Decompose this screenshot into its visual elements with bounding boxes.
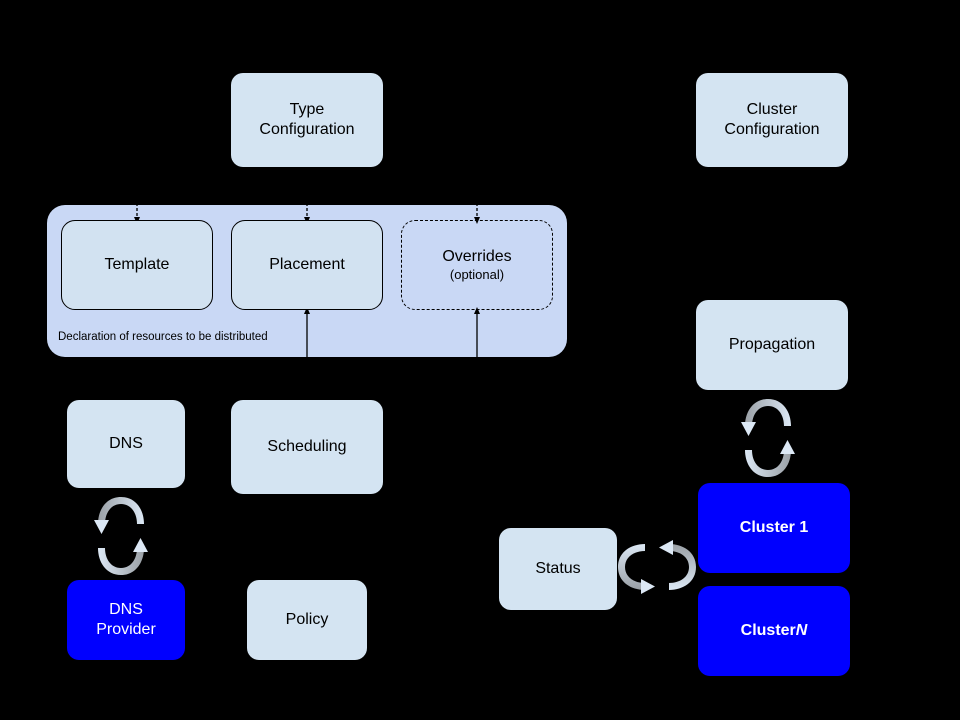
sync-arc-top bbox=[669, 544, 696, 590]
node-dns[interactable]: DNS bbox=[67, 400, 185, 488]
node-label: DNS bbox=[109, 435, 143, 453]
node-label: Cluster bbox=[740, 622, 796, 640]
sync-arrowhead-top bbox=[94, 520, 109, 534]
node-scheduling[interactable]: Scheduling bbox=[231, 400, 383, 494]
node-label: Policy bbox=[285, 611, 329, 629]
node-label: Scheduling bbox=[267, 438, 347, 456]
node-template[interactable]: Template bbox=[61, 220, 213, 310]
node-status[interactable]: Status bbox=[499, 528, 617, 610]
node-sublabel: (optional) bbox=[449, 266, 505, 282]
node-policy[interactable]: Policy bbox=[247, 580, 367, 660]
node-type-configuration[interactable]: Type Configuration bbox=[231, 73, 383, 167]
sync-icon-status-sync bbox=[618, 525, 696, 609]
sync-arc-bottom bbox=[618, 544, 645, 590]
sync-icon-propagation-sync bbox=[737, 396, 799, 480]
node-cluster-configuration[interactable]: Cluster Configuration bbox=[696, 73, 848, 167]
sync-arrowhead-top bbox=[741, 422, 756, 436]
sync-arc-bottom bbox=[745, 450, 791, 477]
node-label: Status bbox=[535, 560, 581, 578]
sync-arc-bottom bbox=[98, 548, 144, 575]
node-label: Propagation bbox=[728, 336, 816, 354]
node-cluster-n[interactable]: Cluster N bbox=[698, 586, 850, 676]
node-dns-provider[interactable]: DNS Provider bbox=[67, 580, 185, 660]
panel-caption: Declaration of resources to be distribut… bbox=[58, 331, 268, 343]
node-label: Cluster 1 bbox=[739, 519, 809, 537]
sync-arrowhead-bottom bbox=[780, 440, 795, 454]
sync-arc-top bbox=[98, 497, 144, 524]
node-propagation[interactable]: Propagation bbox=[696, 300, 848, 390]
node-label: Type Configuration bbox=[259, 101, 355, 138]
sync-arrowhead-top bbox=[659, 540, 673, 555]
node-placement[interactable]: Placement bbox=[231, 220, 383, 310]
node-label: Placement bbox=[269, 256, 345, 274]
node-label: Overrides bbox=[442, 248, 512, 266]
node-cluster-1[interactable]: Cluster 1 bbox=[698, 483, 850, 573]
node-label: DNS Provider bbox=[96, 601, 156, 638]
node-label-variable: N bbox=[795, 622, 808, 640]
node-label: Template bbox=[104, 256, 170, 274]
node-label: Cluster Configuration bbox=[724, 101, 820, 138]
sync-icon-dns-sync bbox=[90, 494, 152, 578]
sync-arrowhead-bottom bbox=[641, 579, 655, 594]
sync-arc-top bbox=[745, 399, 791, 426]
node-overrides[interactable]: Overrides(optional) bbox=[401, 220, 553, 310]
sync-arrowhead-bottom bbox=[133, 538, 148, 552]
node-label-group: Overrides(optional) bbox=[442, 247, 511, 282]
